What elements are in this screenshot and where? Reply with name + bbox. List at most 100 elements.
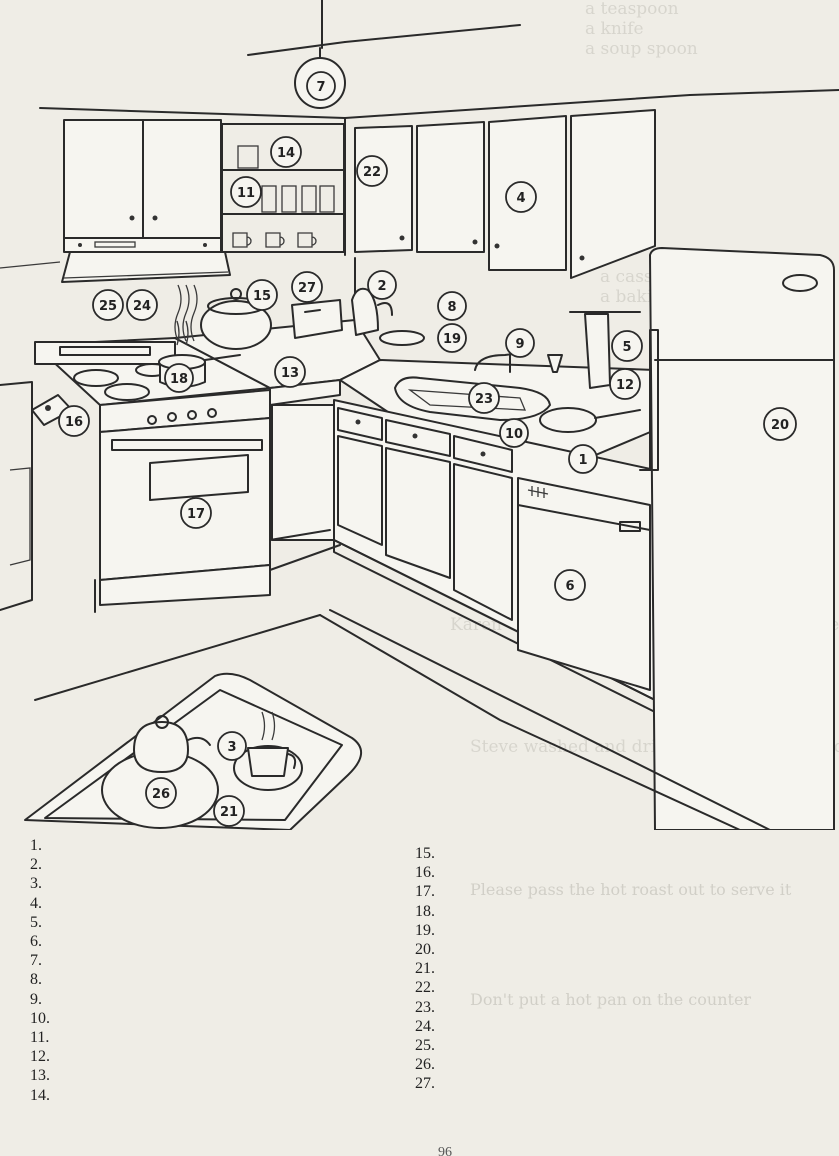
page-number: 96: [438, 1145, 452, 1156]
answer-item-19: 19.: [415, 921, 435, 939]
label-5: 5: [611, 330, 643, 362]
label-14: 14: [270, 136, 302, 168]
svg-text:20: 20: [771, 418, 789, 433]
bleed-line-9: Don't put a hot pan on the counter: [470, 990, 752, 1009]
label-27: 27: [291, 271, 323, 303]
bleed-line-8: Please pass the hot roast out to serve i…: [470, 880, 792, 899]
answer-item-21: 21.: [415, 960, 435, 978]
label-12: 12: [609, 368, 641, 400]
svg-text:5: 5: [622, 340, 631, 355]
svg-text:18: 18: [170, 372, 188, 387]
answer-item-3: 3.: [30, 875, 42, 893]
answer-item-13: 13.: [30, 1067, 50, 1085]
answer-item-8: 8.: [30, 971, 42, 989]
svg-text:11: 11: [237, 186, 255, 201]
bleed-line-3: a soup spoon: [585, 39, 698, 59]
label-23: 23: [468, 382, 500, 414]
svg-text:2: 2: [377, 279, 386, 294]
label-10: 10: [499, 418, 529, 448]
label-7: 7: [306, 71, 336, 101]
kitchen-illustration: a teaspoon a knife a soup spoon a casser…: [0, 0, 839, 830]
answer-item-12: 12.: [30, 1048, 50, 1066]
label-13: 13: [274, 356, 306, 388]
svg-text:23: 23: [475, 392, 493, 407]
svg-text:12: 12: [616, 378, 634, 393]
svg-text:22: 22: [363, 165, 381, 180]
answer-item-6: 6.: [30, 933, 42, 951]
svg-text:1: 1: [578, 453, 587, 468]
label-4: 4: [505, 181, 537, 213]
answer-item-5: 5.: [30, 913, 42, 931]
answer-item-22: 22.: [415, 979, 435, 997]
svg-text:9: 9: [515, 337, 524, 352]
label-20: 20: [763, 407, 797, 441]
label-2: 2: [367, 270, 397, 300]
left-counter: [174, 287, 393, 541]
label-17: 17: [180, 497, 212, 529]
steam: [174, 284, 198, 342]
label-22: 22: [356, 155, 388, 187]
answer-item-11: 11.: [30, 1029, 50, 1047]
svg-text:3: 3: [227, 740, 236, 755]
right-upper-cabinets: [354, 109, 656, 279]
svg-text:26: 26: [152, 787, 170, 802]
label-25: 25: [92, 289, 124, 321]
answer-item-20: 20.: [415, 941, 435, 959]
label-16: 16: [58, 405, 90, 437]
svg-text:6: 6: [565, 579, 574, 594]
range-hood: [61, 251, 231, 283]
label-6: 6: [554, 569, 586, 601]
bleed-line-1: a teaspoon: [585, 0, 679, 19]
label-8: 8: [437, 291, 467, 321]
svg-text:13: 13: [281, 366, 299, 381]
label-21: 21: [213, 795, 245, 827]
answer-item-4: 4.: [30, 894, 42, 912]
svg-text:14: 14: [277, 146, 295, 161]
answer-item-18: 18.: [415, 902, 435, 920]
label-11: 11: [230, 176, 262, 208]
answer-item-27: 27.: [415, 1075, 435, 1093]
label-9: 9: [505, 328, 535, 358]
answer-item-25: 25.: [415, 1037, 435, 1055]
answer-item-26: 26.: [415, 1056, 435, 1074]
answer-item-14: 14.: [30, 1086, 50, 1104]
svg-text:21: 21: [220, 805, 238, 820]
answer-list-right: 15. 16. 17. 18. 19. 20. 21. 22. 23. 24. …: [415, 844, 435, 1094]
label-24: 24: [126, 289, 158, 321]
answer-item-17: 17.: [415, 883, 435, 901]
number-labels: 1 2 3 4 5 6 7 8 9 10 11 12 13 14 15 16 1…: [58, 71, 797, 827]
label-18: 18: [164, 363, 194, 393]
svg-text:17: 17: [187, 507, 205, 522]
answer-item-23: 23.: [415, 998, 435, 1016]
label-15: 15: [246, 279, 278, 311]
svg-text:10: 10: [505, 427, 523, 442]
left-upper-cabinets: [63, 119, 222, 253]
left-wall: [0, 381, 96, 613]
answer-item-9: 9.: [30, 990, 42, 1008]
svg-text:27: 27: [298, 281, 316, 296]
label-19: 19: [437, 323, 467, 353]
open-shelves: [221, 123, 345, 253]
svg-text:4: 4: [516, 191, 525, 206]
floor-and-tray: [24, 544, 771, 830]
label-3: 3: [217, 731, 247, 761]
answer-item-10: 10.: [30, 1009, 50, 1027]
answer-item-2: 2.: [30, 856, 42, 874]
svg-text:24: 24: [133, 299, 151, 314]
answer-item-24: 24.: [415, 1017, 435, 1035]
stove: [34, 337, 271, 606]
svg-text:19: 19: [443, 332, 461, 347]
answer-item-16: 16.: [415, 864, 435, 882]
answer-list-left: 1. 2. 3. 4. 5. 6. 7. 8. 9. 10. 11. 12. 1…: [30, 836, 50, 1105]
bleed-line-2: a knife: [585, 19, 644, 39]
svg-text:25: 25: [99, 299, 117, 314]
svg-text:16: 16: [65, 415, 83, 430]
svg-text:15: 15: [253, 289, 271, 304]
answer-item-1: 1.: [30, 837, 42, 854]
svg-text:7: 7: [316, 80, 325, 95]
answer-item-7: 7.: [30, 952, 42, 970]
svg-text:8: 8: [447, 300, 456, 315]
answer-item-15: 15.: [415, 845, 435, 862]
refrigerator: [639, 247, 835, 830]
